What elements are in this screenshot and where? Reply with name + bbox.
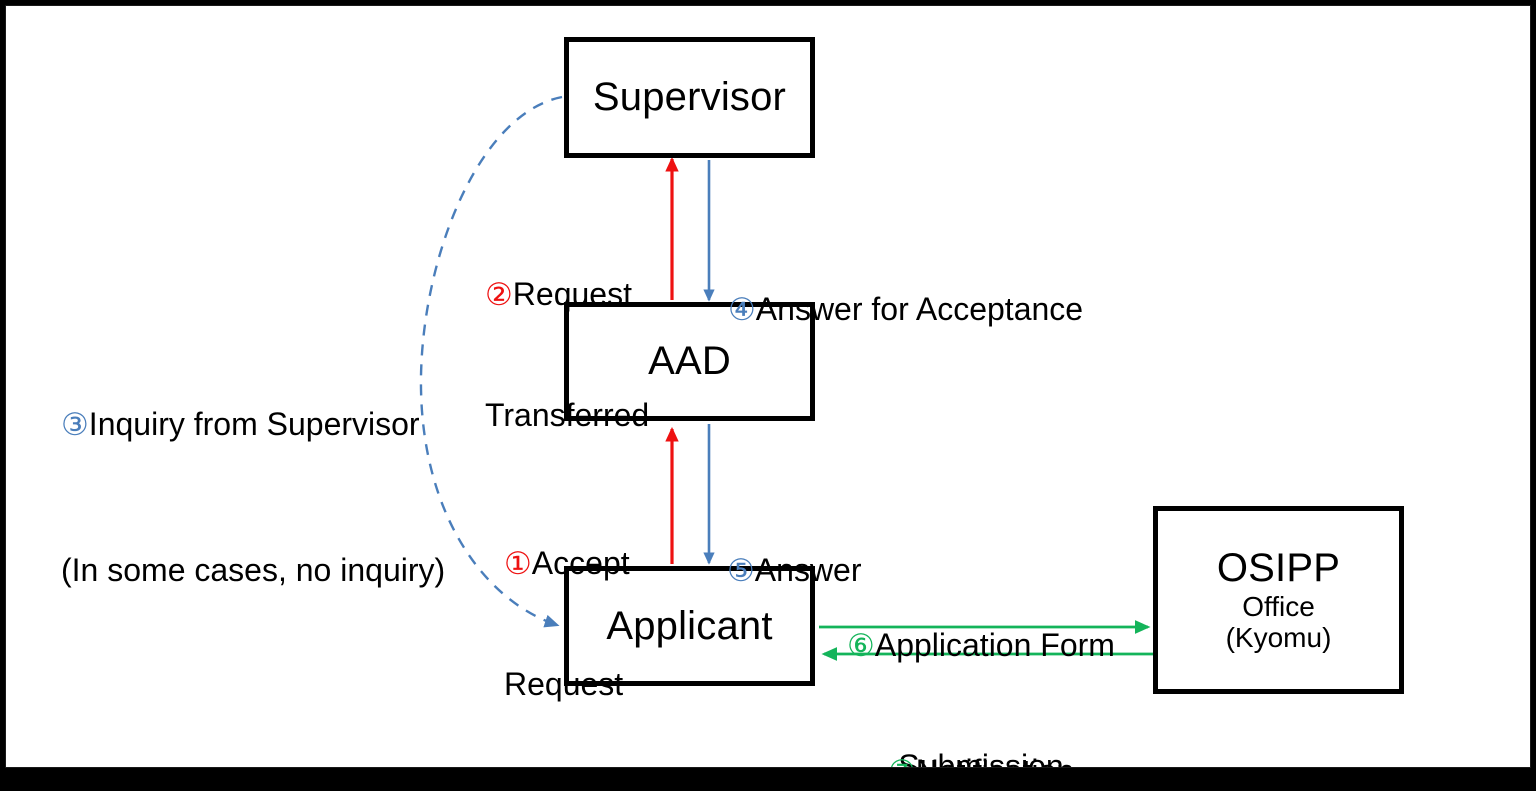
- label-application-form-line1: ⑥Application Form: [831, 625, 1131, 665]
- label-accept-request-line2: Request: [504, 665, 624, 702]
- label-answer-line1: ⑤Answer: [727, 550, 862, 590]
- node-aad-label: AAD: [648, 339, 731, 384]
- diagram-canvas: Supervisor AAD Applicant OSIPP Office (K…: [5, 5, 1531, 768]
- node-osipp-sub-office: Office: [1242, 591, 1315, 623]
- step-number-1: ①: [504, 545, 532, 581]
- label-request-transferred: ②Request Transferred: [485, 193, 649, 516]
- node-supervisor-label: Supervisor: [592, 75, 787, 120]
- label-application-form-text1: Application Form: [874, 626, 1115, 663]
- label-application-form-submission: ⑥Application Form Submission: [831, 544, 1131, 768]
- node-aad[interactable]: AAD: [564, 302, 815, 421]
- label-notification-line1: ⑦Notification: [856, 751, 1106, 767]
- step-number-6: ⑥: [847, 627, 875, 663]
- label-notification-of-acceptance: ⑦Notification of Acceptance: [856, 670, 1106, 767]
- label-request-transferred-line1: ②Request: [485, 274, 649, 314]
- label-answer-for-acceptance-text1: Answer for Acceptance: [755, 290, 1084, 327]
- label-request-transferred-text1: Request: [512, 275, 632, 312]
- step-number-3: ③: [61, 407, 89, 443]
- label-accept-request: ①Accept Request: [504, 462, 630, 767]
- label-inquiry-from-supervisor: ③Inquiry from Supervisor (In some cases,…: [61, 303, 445, 692]
- step-number-5: ⑤: [727, 552, 755, 588]
- label-answer-for-acceptance: ④Answer for Acceptance: [728, 208, 1083, 410]
- node-applicant[interactable]: Applicant: [564, 566, 815, 686]
- node-osipp-label: OSIPP: [1216, 546, 1341, 591]
- label-accept-request-text1: Accept: [531, 544, 630, 581]
- node-osipp[interactable]: OSIPP Office (Kyomu): [1153, 506, 1404, 694]
- label-answer: ⑤Answer: [727, 469, 862, 671]
- label-notification-text1: Notification: [916, 753, 1074, 767]
- step-number-7: ⑦: [888, 756, 916, 767]
- label-application-form-line2: Submission: [898, 747, 1064, 768]
- label-inquiry-line1: ③Inquiry from Supervisor: [61, 400, 445, 449]
- node-osipp-sub-kyomu: (Kyomu): [1225, 622, 1332, 654]
- label-accept-request-line1: ①Accept: [504, 543, 630, 583]
- label-inquiry-text1: Inquiry from Supervisor: [88, 406, 420, 443]
- label-inquiry-line2: (In some cases, no inquiry): [61, 552, 446, 589]
- label-request-transferred-line2: Transferred: [485, 396, 650, 433]
- label-answer-for-acceptance-line1: ④Answer for Acceptance: [728, 289, 1083, 329]
- label-answer-text1: Answer: [754, 551, 862, 588]
- step-number-4: ④: [728, 291, 756, 327]
- step-number-2: ②: [485, 276, 513, 312]
- node-supervisor[interactable]: Supervisor: [564, 37, 815, 158]
- node-applicant-label: Applicant: [606, 603, 773, 648]
